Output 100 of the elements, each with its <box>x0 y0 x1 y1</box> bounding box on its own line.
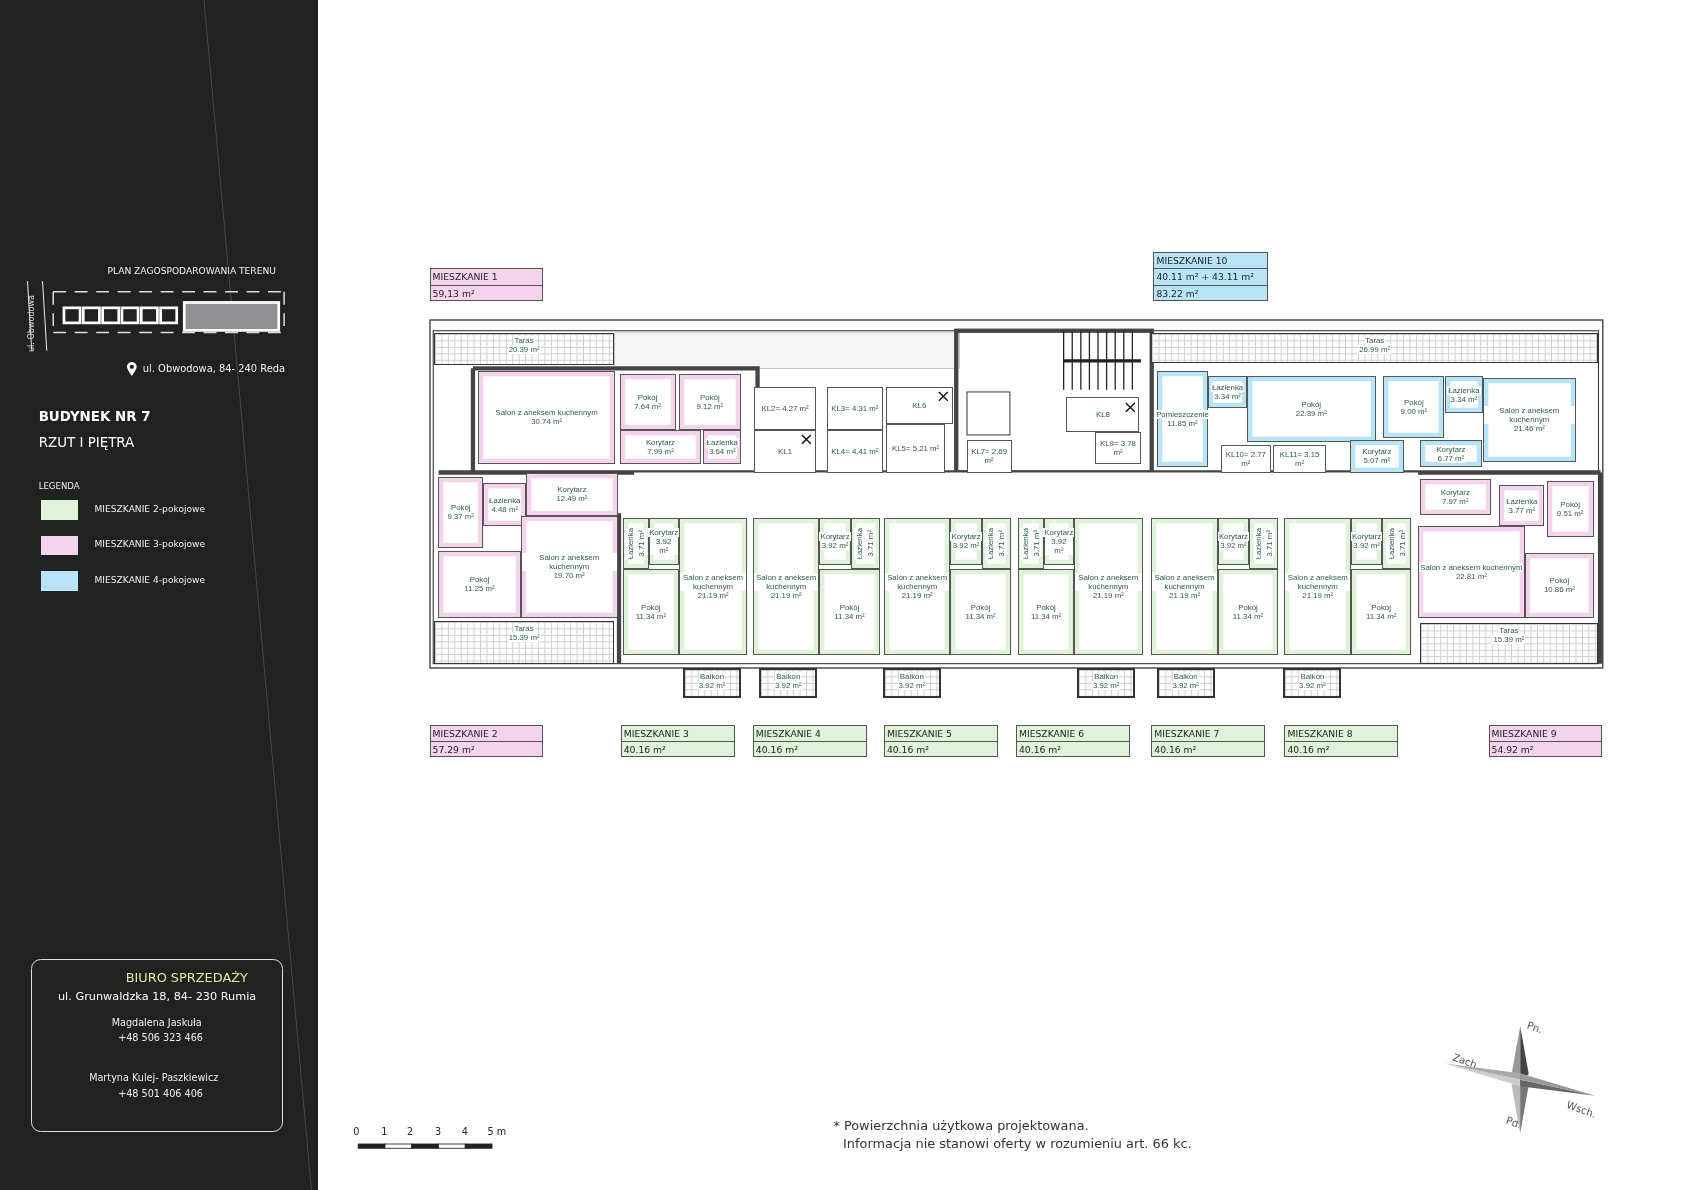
storage-room <box>753 429 817 473</box>
room <box>1351 569 1412 656</box>
room <box>1095 431 1141 464</box>
room <box>950 569 1011 656</box>
room <box>826 386 883 430</box>
apartment-label-table <box>1284 724 1399 758</box>
room <box>1284 517 1352 656</box>
room <box>1546 481 1594 537</box>
contact-name: Magdalena Jaskuła <box>111 1017 202 1029</box>
room <box>950 517 982 565</box>
compass-label: Pd. <box>1504 1114 1523 1131</box>
room <box>1383 375 1445 439</box>
apartment-area: 54.92 m² <box>1489 741 1602 758</box>
apartment-area: 40.16 m² <box>621 741 734 758</box>
room <box>1073 517 1143 656</box>
room <box>619 373 676 430</box>
room <box>1217 569 1279 656</box>
legend-label: MIESZKANIE 4-pokojowe <box>94 574 206 585</box>
room <box>703 429 742 464</box>
address-text: ul. Obwodowa, 84- 240 Reda <box>142 363 286 374</box>
terrace <box>433 620 615 664</box>
room <box>678 373 742 430</box>
room <box>438 550 521 618</box>
room <box>1525 553 1594 618</box>
apartment-name: MIESZKANIE 6 <box>1018 726 1086 741</box>
apartment-area: 40.16 m² <box>1152 741 1265 758</box>
terrace <box>433 332 615 366</box>
room <box>1419 440 1483 468</box>
apartment-name: MIESZKANIE 10 <box>1155 254 1229 269</box>
room <box>819 517 851 565</box>
room <box>753 386 817 430</box>
room <box>526 472 618 516</box>
compass-label: Wsch. <box>1564 1099 1598 1120</box>
scale-number: 3 <box>434 1125 442 1137</box>
apartment-label-table <box>1016 724 1130 758</box>
apartment-name: MIESZKANIE 1 <box>431 270 499 285</box>
apartment-area: 57.29 m² <box>430 741 543 758</box>
room <box>1018 569 1074 656</box>
scale-number: 2 <box>407 1125 414 1137</box>
section-heading: PLAN ZAGOSPODAROWANIA TERENU <box>107 266 276 277</box>
compass-label: Zach. <box>1451 1051 1482 1072</box>
room <box>826 429 883 473</box>
storage-room <box>886 386 953 425</box>
room <box>648 517 679 565</box>
room <box>1208 375 1247 409</box>
room <box>1156 370 1209 468</box>
apartment-label-table <box>1153 252 1269 301</box>
balcony <box>882 668 941 699</box>
balcony <box>1077 668 1136 699</box>
apartment-name: MIESZKANIE 5 <box>885 726 953 741</box>
apartment-label-table <box>429 724 544 758</box>
room <box>438 476 484 548</box>
room <box>1249 517 1278 570</box>
room <box>886 424 946 473</box>
room <box>883 517 951 656</box>
apartment-name: MIESZKANIE 9 <box>1490 726 1558 741</box>
footnote: Informacja nie stanowi oferty w rozumieniu art. 66 kc. <box>843 1136 1192 1152</box>
apartment-label-table <box>883 724 998 758</box>
balcony <box>759 668 818 699</box>
room <box>678 517 748 656</box>
apartment-label-table <box>1488 724 1603 758</box>
legend-title: LEGENDA <box>38 481 80 492</box>
room <box>966 440 1012 473</box>
apartment-area: 40.16 m² <box>753 741 866 758</box>
apartment-area: 40.16 m² <box>884 741 997 758</box>
room <box>752 517 820 656</box>
room <box>1499 485 1545 527</box>
apartment-area: 83.22 m² <box>1154 284 1268 301</box>
room <box>1151 517 1218 656</box>
terrace <box>1151 332 1599 363</box>
footnote: * Powierzchnia użytkowa projektowana. <box>833 1118 1089 1133</box>
terrace <box>1419 622 1599 664</box>
room <box>520 515 618 618</box>
room <box>1018 517 1044 570</box>
room <box>1351 517 1383 565</box>
room <box>622 569 679 656</box>
contact-name: Martyna Kulej- Paszkiewicz <box>89 1071 219 1083</box>
room <box>1483 378 1576 462</box>
apartment-label-table <box>1151 724 1266 758</box>
room <box>1419 479 1491 516</box>
apartment-area: 40.16 m² <box>1017 741 1129 758</box>
legend-label: MIESZKANIE 2-pokojowe <box>94 503 206 514</box>
apartment-label-table <box>620 724 735 758</box>
room <box>619 429 702 464</box>
room <box>1221 444 1271 473</box>
apartment-area: 40.16 m² <box>1285 741 1398 758</box>
scale-number: 1 <box>381 1125 388 1137</box>
plan-subtitle: RZUT I PIĘTRA <box>38 434 135 450</box>
phone-number: +48 506 323 466 <box>118 1032 203 1044</box>
storage-room <box>1066 397 1140 432</box>
room <box>1444 375 1484 414</box>
room <box>1246 375 1376 443</box>
office-address: ul. Grunwaldzka 18, 84- 230 Rumia <box>58 990 257 1004</box>
office-heading: BIURO SPRZEDAŻY <box>125 969 248 985</box>
apartment-name: MIESZKANIE 4 <box>754 726 822 741</box>
room <box>819 569 880 656</box>
scale-number: 0 <box>353 1125 360 1137</box>
apartment-area: 59,13 m² <box>430 284 543 301</box>
apartment-name: MIESZKANIE 3 <box>622 726 690 741</box>
balcony <box>1156 668 1215 699</box>
